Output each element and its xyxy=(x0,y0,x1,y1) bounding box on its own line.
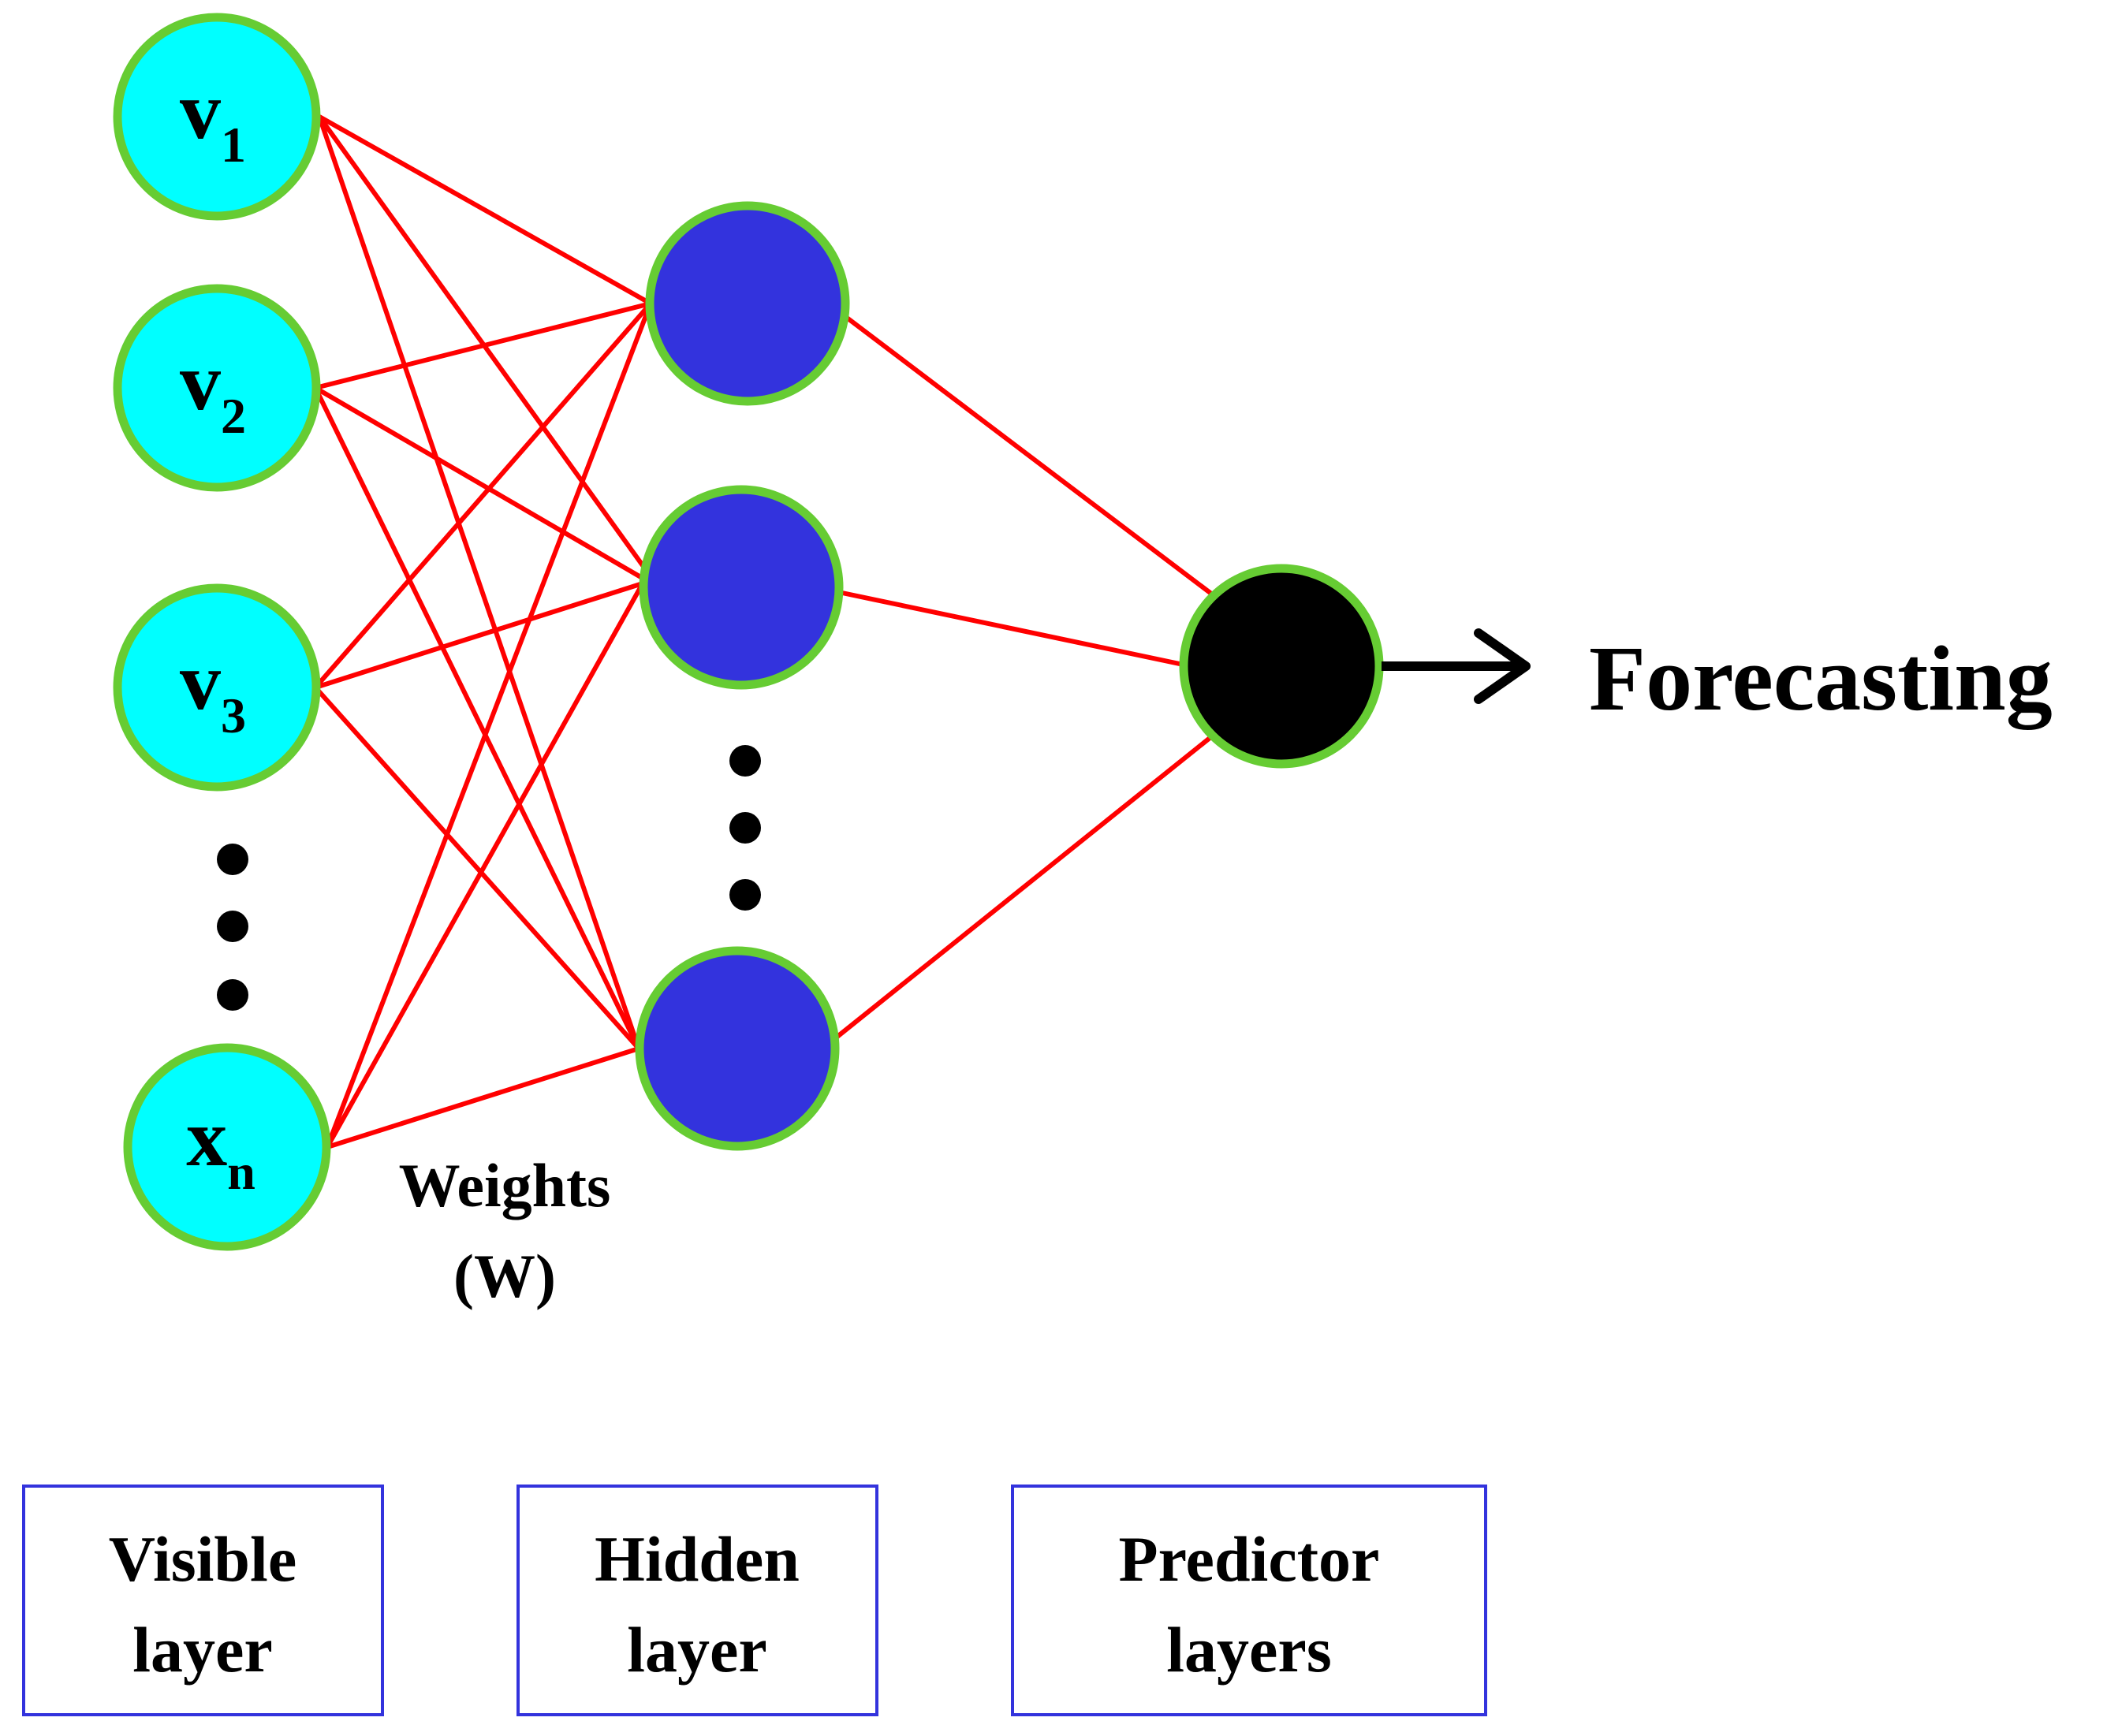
layer-box-hidden: Hidden layer xyxy=(516,1485,878,1716)
layer-box-visible-line1: Visible xyxy=(109,1523,296,1595)
edge-v3-h2 xyxy=(315,581,643,690)
visible-node-n-label: xn xyxy=(186,1093,255,1200)
visible-ellipsis xyxy=(217,844,248,1011)
visible-node-1-label: v1 xyxy=(180,65,246,173)
edge-v2-h3 xyxy=(313,386,641,1050)
layer-box-predictor-line2: layers xyxy=(1166,1614,1331,1686)
edge-v1-h3 xyxy=(317,116,641,1049)
edge-xn-h2 xyxy=(325,582,645,1149)
visible-node-2-label: v2 xyxy=(180,337,246,444)
layer-box-hidden-line2: layer xyxy=(627,1614,767,1686)
edge-v1-h1 xyxy=(318,114,652,306)
weights-label: Weights xyxy=(399,1151,611,1220)
edge-v1-h2 xyxy=(317,115,661,589)
hidden-node-3 xyxy=(635,946,840,1151)
visible-layer: v1 v2 v3 xn xyxy=(113,13,331,1251)
edge-v3-h3 xyxy=(313,685,641,1051)
edge-v3-h1 xyxy=(313,302,653,689)
output-edges xyxy=(833,313,1222,1041)
hidden-node-2 xyxy=(639,485,844,690)
edge-xn-h1 xyxy=(325,302,653,1149)
visible-node-2: v2 xyxy=(113,284,321,492)
visible-node-n: xn xyxy=(123,1043,331,1251)
layer-box-predictor-line1: Predictor xyxy=(1119,1523,1380,1595)
visible-node-1: v1 xyxy=(113,13,321,221)
output-node xyxy=(1179,564,1384,769)
hidden-node-1 xyxy=(645,201,850,406)
layer-box-hidden-line1: Hidden xyxy=(595,1523,800,1595)
edge-h1-out xyxy=(842,313,1222,603)
edge-xn-h3 xyxy=(326,1046,640,1149)
output-label: Forecasting xyxy=(1589,627,2053,730)
layer-box-predictor: Predictor layers xyxy=(1011,1485,1487,1716)
layer-box-visible: Visible layer xyxy=(22,1485,384,1716)
edge-h3-out xyxy=(833,727,1222,1041)
weights-symbol: (W) xyxy=(453,1242,556,1310)
visible-node-3-label: v3 xyxy=(180,636,246,743)
hidden-layer xyxy=(635,201,850,1151)
edge-h2-out xyxy=(841,590,1191,669)
forecast-arrow xyxy=(1382,628,1531,704)
edge-v2-h1 xyxy=(315,301,651,390)
visible-node-3: v3 xyxy=(113,583,321,792)
hidden-ellipsis xyxy=(729,745,761,911)
layer-box-visible-line2: layer xyxy=(132,1614,273,1686)
input-edges xyxy=(313,114,661,1149)
